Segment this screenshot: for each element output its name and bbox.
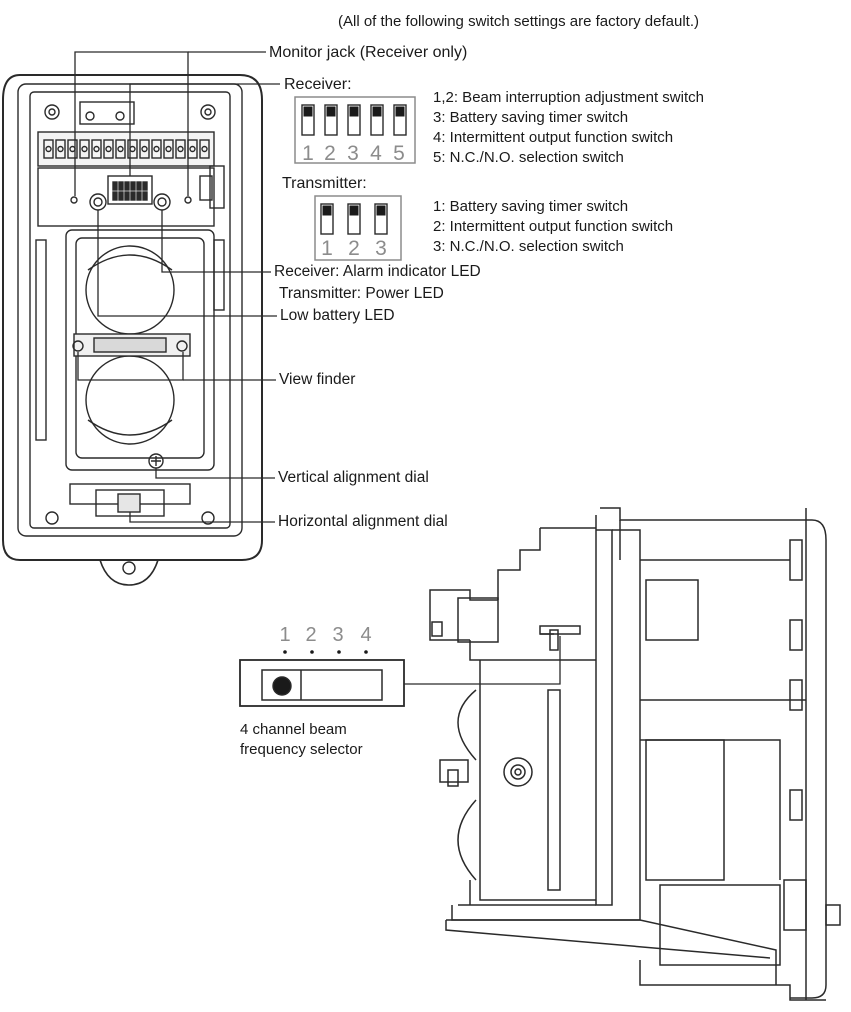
dip-switch-toggle [372, 106, 382, 117]
terminal-screw [175, 139, 186, 159]
terminal-screw-head [117, 145, 124, 153]
receiver-switch-desc: 5: N.C./N.O. selection switch [433, 149, 624, 166]
channel-dot [310, 650, 314, 654]
connector-pin [118, 191, 124, 201]
terminal-screw-head [153, 145, 160, 153]
channel-number: 1 [279, 624, 291, 646]
front-view-unit [1, 74, 263, 586]
connector-pin [124, 181, 130, 191]
vertical-dial-label: Vertical alignment dial [278, 469, 429, 486]
connector-pin [112, 181, 118, 191]
terminal-screw [79, 139, 90, 159]
terminal-screw [163, 139, 174, 159]
terminal-screw-head [45, 145, 52, 153]
terminal-screw [151, 139, 162, 159]
terminal-screw-head [93, 145, 100, 153]
connector-pin [136, 191, 142, 201]
frequency-selector-caption-line: frequency selector [240, 741, 363, 758]
view-finder-label: View finder [279, 371, 356, 388]
frequency-selector-caption-line: 4 channel beam [240, 721, 347, 738]
frequency-selector-graphic [239, 636, 561, 707]
side-view-unit [429, 507, 841, 1001]
channel-number: 2 [305, 624, 317, 646]
terminal-screw [43, 139, 54, 159]
channel-dot [283, 650, 287, 654]
channel-dot [337, 650, 341, 654]
dip-switch-toggle [326, 106, 336, 117]
terminal-screw-head [189, 145, 196, 153]
connector-pin [142, 181, 148, 191]
terminal-screw [199, 139, 210, 159]
receiver-dip-switch [294, 96, 416, 164]
dip-switch-toggle [322, 205, 332, 216]
channel-dot [364, 650, 368, 654]
transmitter-dip-switch [314, 195, 402, 261]
dip-switch-toggle [303, 106, 313, 117]
terminal-screw [55, 139, 66, 159]
receiver-switch-desc: 3: Battery saving timer switch [433, 109, 629, 126]
terminal-block [43, 139, 210, 159]
horizontal-dial-label: Horizontal alignment dial [278, 513, 448, 530]
connector-pin [130, 181, 136, 191]
receiver-switch-number: 2 [324, 142, 336, 165]
connector-pin [124, 191, 130, 201]
terminal-screw-head [165, 145, 172, 153]
channel-number: 3 [332, 624, 344, 646]
dip-switch-toggle [395, 106, 405, 117]
leader-lines [74, 51, 280, 523]
terminal-screw [91, 139, 102, 159]
receiver-switch-number: 3 [347, 142, 359, 165]
receiver-switch-desc: 4: Intermittent output function switch [433, 129, 674, 146]
dip-switch-toggle [349, 106, 359, 117]
terminal-screw [115, 139, 126, 159]
alarm-led-label: Receiver: Alarm indicator LED [274, 263, 481, 280]
terminal-screw-head [57, 145, 64, 153]
receiver-switch-list: 1,2: Beam interruption adjustment switch… [433, 88, 704, 168]
terminal-screw-head [81, 145, 88, 153]
transmitter-header: Transmitter: [282, 175, 367, 192]
receiver-header: Receiver: [284, 76, 352, 93]
receiver-switch-number: 1 [302, 142, 314, 165]
connector-pin [142, 191, 148, 201]
terminal-screw [67, 139, 78, 159]
channel-number: 4 [360, 624, 372, 646]
terminal-screw-head [177, 145, 184, 153]
dip-switch-toggle [349, 205, 359, 216]
transmitter-switch-desc: 2: Intermittent output function switch [433, 218, 674, 235]
receiver-switch-number: 5 [393, 142, 405, 165]
terminal-screw-head [201, 145, 208, 153]
terminal-screw [139, 139, 150, 159]
transmitter-switch-desc: 1: Battery saving timer switch [433, 198, 629, 215]
transmitter-switch-list: 1: Battery saving timer switch 2: Interm… [433, 197, 673, 257]
connector-pin [136, 181, 142, 191]
terminal-screw [127, 139, 138, 159]
connector-pin [112, 191, 118, 201]
power-led-label: Transmitter: Power LED [279, 285, 444, 302]
receiver-switch-number: 4 [370, 142, 382, 165]
transmitter-switch-number: 3 [375, 237, 387, 260]
terminal-screw [103, 139, 114, 159]
terminal-screw-head [105, 145, 112, 153]
receiver-switch-desc: 1,2: Beam interruption adjustment switch [433, 89, 704, 106]
connector-pin [118, 181, 124, 191]
factory-default-note: (All of the following switch settings ar… [338, 13, 699, 30]
connector-pin [130, 191, 136, 201]
transmitter-switch-number: 1 [321, 237, 333, 260]
transmitter-switch-number: 2 [348, 237, 360, 260]
terminal-screw-head [141, 145, 148, 153]
monitor-jack-label: Monitor jack (Receiver only) [269, 44, 468, 61]
low-battery-label: Low battery LED [280, 307, 395, 324]
dip-switch-toggle [376, 205, 386, 216]
frequency-selector-caption: 4 channel beam frequency selector [240, 720, 363, 760]
transmitter-switch-desc: 3: N.C./N.O. selection switch [433, 238, 624, 255]
